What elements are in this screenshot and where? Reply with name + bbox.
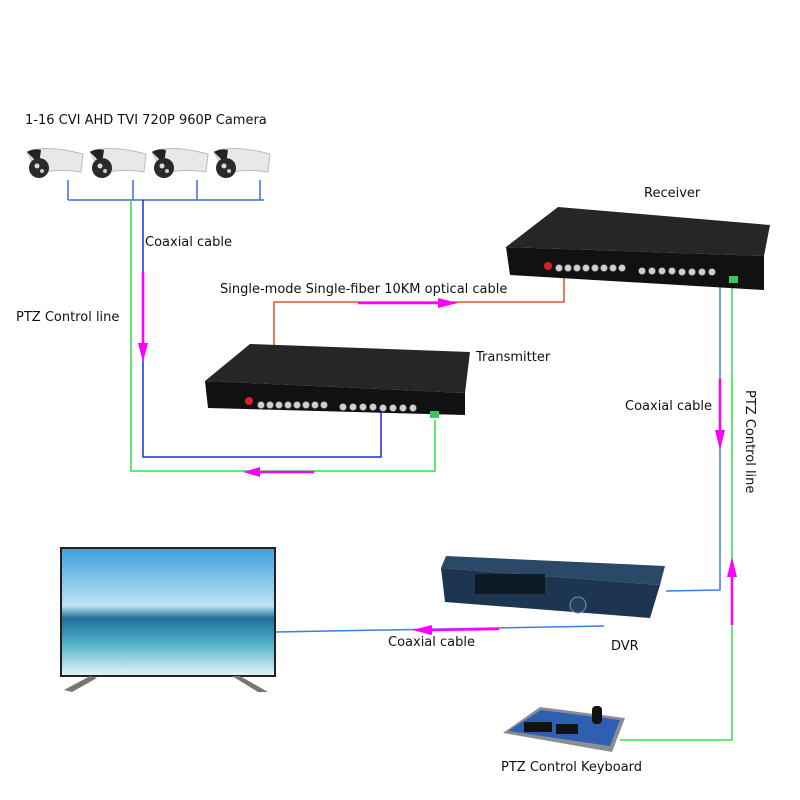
camera-2 [89, 148, 147, 178]
transmitter-device [205, 344, 470, 418]
arrow-right-fiber [358, 298, 458, 308]
arrow-left-ptz [243, 467, 314, 477]
coax-line-receiver-dvr [665, 285, 721, 592]
dvr-label: DVR [611, 639, 639, 654]
transmitter-label: Transmitter [476, 350, 551, 365]
camera-1 [26, 148, 84, 178]
cameras-label: 1-16 CVI AHD TVI 720P 960P Camera [25, 113, 267, 128]
arrow-up-right-ptz [727, 557, 737, 625]
keyboard-label: PTZ Control Keyboard [501, 760, 643, 775]
coax-bottom-label: Coaxial cable [388, 635, 475, 650]
arrow-down-left-coax [138, 272, 148, 362]
ptz-keyboard-device [503, 706, 625, 752]
receiver-label: Receiver [644, 186, 701, 201]
ptz-line-keyboard-receiver [620, 285, 733, 741]
camera-4 [213, 148, 271, 178]
camera-3 [151, 148, 209, 178]
ptz-left-label: PTZ Control line [16, 310, 120, 325]
camera-coax-bus [67, 180, 264, 201]
arrow-down-right-coax [715, 379, 725, 450]
optical-cable-label: Single-mode Single-fiber 10KM optical ca… [220, 282, 508, 297]
dvr-device [441, 556, 665, 618]
tv-monitor [60, 547, 276, 692]
arrow-left-bottom-coax [412, 625, 500, 635]
ptz-right-label: PTZ Control line [742, 390, 757, 494]
coax-right-label: Coaxial cable [625, 399, 712, 414]
cameras [26, 148, 271, 178]
receiver-device [506, 207, 770, 290]
coax-left-label: Coaxial cable [145, 235, 232, 250]
